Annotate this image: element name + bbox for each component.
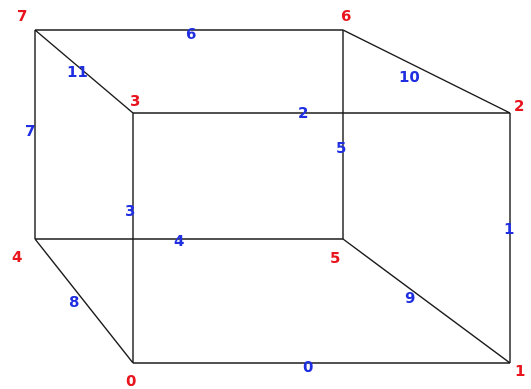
vertex-label-2: 2 [514, 97, 524, 115]
edge-label-5: 5 [336, 139, 346, 157]
edge-label-3: 3 [125, 202, 135, 220]
edge-label-11: 11 [67, 63, 88, 81]
vertex-label-7: 7 [17, 7, 27, 25]
edge-11-line [34, 29, 134, 114]
edge-label-8: 8 [69, 293, 79, 311]
vertex-label-1: 1 [515, 362, 525, 380]
vertex-label-3: 3 [130, 92, 140, 110]
edge-label-2: 2 [298, 104, 308, 122]
vertex-label-0: 0 [126, 372, 136, 389]
edge-label-7: 7 [25, 122, 35, 140]
vertex-label-5: 5 [330, 249, 340, 267]
edge-label-6: 6 [186, 25, 196, 43]
vertex-label-6: 6 [341, 7, 351, 25]
vertex-label-4: 4 [12, 248, 22, 266]
edge-label-9: 9 [405, 289, 415, 307]
edge-label-0: 0 [303, 358, 313, 376]
edge-label-1: 1 [504, 220, 514, 238]
edge-9-line [342, 238, 511, 364]
edge-10-line [342, 29, 511, 114]
edge-8-line [34, 238, 134, 364]
edge-label-4: 4 [174, 232, 184, 250]
edge-label-10: 10 [399, 68, 420, 86]
